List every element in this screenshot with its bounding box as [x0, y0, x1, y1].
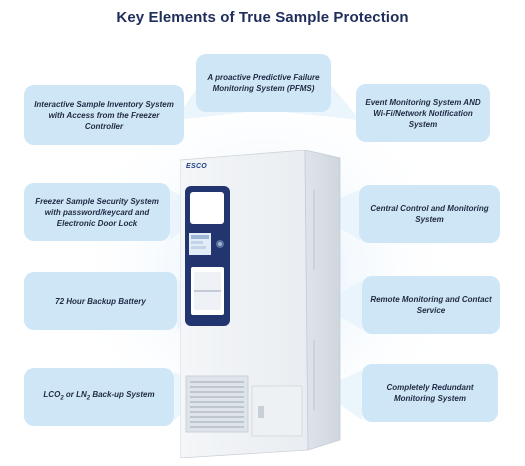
- feature-inventory-text: Interactive Sample Inventory System with…: [34, 99, 174, 131]
- backup-subscript-1: 2: [60, 395, 64, 402]
- feature-backup-text: LCO2 or LN2 Back-up System: [43, 389, 154, 405]
- feature-card-security: Freezer Sample Security System with pass…: [24, 183, 170, 241]
- backup-suffix: Back-up System: [90, 390, 155, 400]
- feature-pfms-text: A proactive Predictive Failure Monitorin…: [207, 73, 320, 93]
- feature-card-pfms: A proactive Predictive Failure Monitorin…: [196, 54, 331, 112]
- feature-security-text: Freezer Sample Security System with pass…: [35, 196, 159, 228]
- feature-card-central-control: Central Control and Monitoring System: [359, 185, 500, 243]
- feature-card-backup-system: LCO2 or LN2 Back-up System: [24, 368, 174, 426]
- feature-battery-text: 72 Hour Backup Battery: [55, 296, 146, 306]
- feature-remote-text: Remote Monitoring and Contact Service: [370, 295, 492, 315]
- feature-card-backup-battery: 72 Hour Backup Battery: [24, 272, 177, 330]
- feature-card-event-monitoring: Event Monitoring System AND Wi-Fi/Networ…: [356, 84, 490, 142]
- brand-logo: ESCO: [186, 163, 208, 170]
- backup-prefix: LCO: [43, 390, 61, 400]
- feature-card-redundant-monitoring: Completely Redundant Monitoring System: [362, 364, 498, 422]
- feature-event-text: Event Monitoring System AND Wi-Fi/Networ…: [365, 97, 481, 129]
- freezer-illustration: ESCO: [180, 150, 360, 458]
- feature-card-inventory: Interactive Sample Inventory System with…: [24, 85, 184, 145]
- feature-central-text: Central Control and Monitoring System: [370, 204, 489, 224]
- feature-card-remote-monitoring: Remote Monitoring and Contact Service: [362, 276, 500, 334]
- freezer-body-svg: [180, 150, 341, 458]
- page-title: Key Elements of True Sample Protection: [116, 9, 409, 26]
- feature-redundant-text: Completely Redundant Monitoring System: [386, 383, 474, 403]
- backup-mid: or LN: [63, 390, 87, 400]
- backup-subscript-2: 2: [86, 395, 91, 402]
